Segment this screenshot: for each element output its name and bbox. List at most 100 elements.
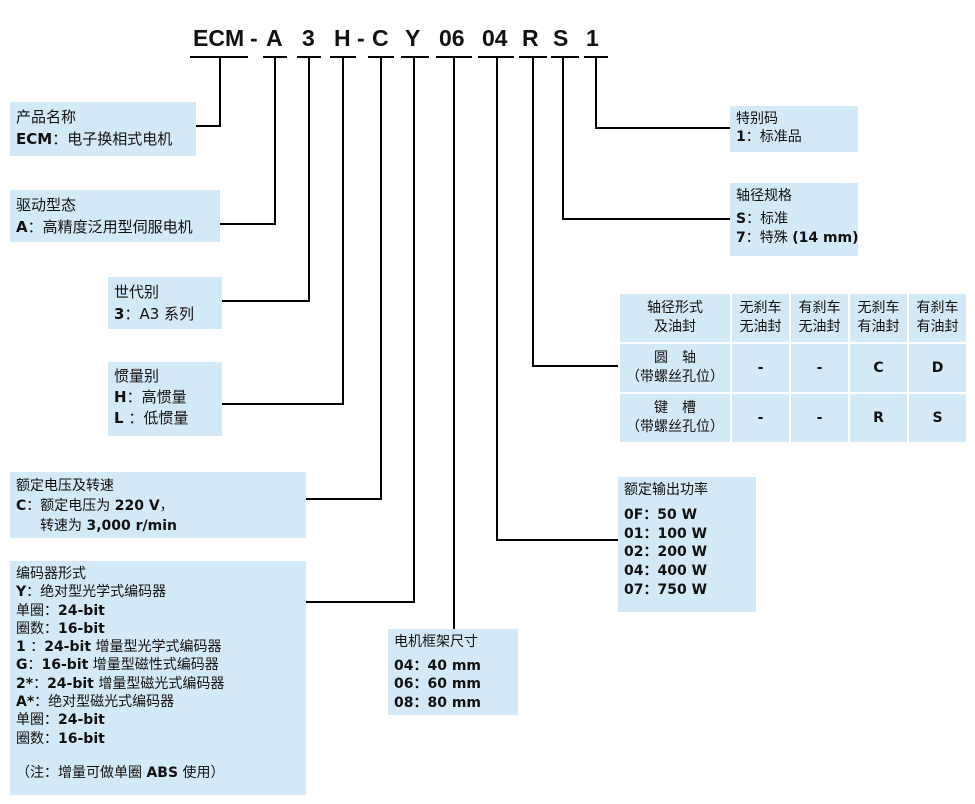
drive-type-box: 驱动型态 A：高精度泛用型伺服电机 [10, 190, 220, 242]
encoder-value-8: 16-bit [58, 730, 105, 747]
shaft-spec-sep-1: ： [745, 230, 760, 246]
inertia-code-h: H [114, 388, 127, 406]
shaft-spec-title: 轴径规格 [736, 188, 792, 204]
output-power-box: 额定输出功率 0F：50 W 01：100 W 02：200 W 04：400 … [618, 477, 756, 612]
wire-a-h [220, 223, 276, 225]
col-3-l2: 有油封 [916, 319, 959, 335]
underline-y [401, 56, 429, 58]
wire-06-v [453, 57, 455, 629]
inertia-sep-h: ： [126, 388, 142, 406]
drive-type-sep: ： [27, 218, 43, 236]
table-cell-1-2: R [848, 392, 909, 444]
table-cell-0-3: D [907, 342, 968, 394]
encoder-line-6: A*：绝对型磁光式编码器 [16, 693, 300, 711]
drive-type-title: 驱动型态 [16, 196, 77, 214]
encoder-line-0: Y：绝对型光学式编码器 [16, 583, 300, 601]
code-dash-2: - [357, 25, 365, 51]
encoder-code-6: A* [16, 694, 35, 711]
voltage-value: 220 V [114, 498, 160, 514]
encoder-note-pre: （注：增量可做单圈 [16, 764, 147, 781]
table-col-header-0: 无刹车无油封 [730, 292, 791, 344]
inertia-title: 惯量别 [114, 367, 160, 385]
encoder-value-1: 24-bit [58, 602, 105, 619]
frame-size-title: 电机框架尺寸 [394, 634, 478, 650]
table-header-label-2: 及油封 [654, 319, 696, 335]
output-power-item-0: 0F：50 W [624, 506, 698, 523]
underline-s [551, 56, 579, 58]
voltage-code: C [16, 498, 27, 514]
product-name-line: ECM：电子换相式电机 [16, 128, 190, 150]
code-1: 1 [586, 25, 599, 51]
shaft-spec-item-0: S：标准 [736, 210, 852, 229]
table-row-round: 圆 轴（带螺丝孔位） - - C D [618, 342, 968, 394]
code-y: Y [405, 25, 421, 51]
encoder-title: 编码器形式 [16, 566, 86, 582]
voltage-text: 额定电压为 [40, 498, 115, 514]
shaft-spec-bold-1: (14 mm) [792, 230, 859, 246]
voltage-box: 额定电压及转速 C：额定电压为 220 V， 转速为 3,000 r/min [10, 472, 306, 538]
speed-text: 转速为 [40, 518, 87, 534]
voltage-line-1: C：额定电压为 220 V， [16, 496, 300, 516]
product-name-sep: ： [52, 130, 68, 148]
inertia-sep-l: ： [123, 409, 144, 427]
wire-04-v [496, 57, 498, 541]
col-1-l1: 有刹车 [798, 300, 841, 316]
output-power-item-3: 04：400 W [624, 563, 708, 580]
encoder-value-2: 16-bit [58, 620, 105, 637]
code-dash-1: - [250, 25, 258, 51]
col-0-l1: 无刹车 [739, 300, 782, 316]
table-row-keyway: 键 槽（带螺丝孔位） - - R S [618, 392, 968, 444]
special-code-line: 1：标准品 [736, 128, 852, 146]
drive-type-desc: 高精度泛用型伺服电机 [42, 218, 193, 236]
wire-c-v [380, 57, 382, 500]
code-h: H [334, 25, 351, 51]
inertia-box: 惯量别 H：高惯量 L ：低惯量 [108, 362, 222, 436]
encoder-value-3: 24-bit [44, 639, 92, 656]
inertia-desc-l: 低惯量 [143, 409, 189, 427]
inertia-item-h: H：高惯量 [114, 387, 216, 408]
wire-c-h [306, 498, 382, 500]
row-0-l2: （带螺丝孔位） [626, 369, 724, 385]
table-row-label-0: 圆 轴（带螺丝孔位） [618, 342, 732, 394]
series-box: 世代别 3：A3 系列 [108, 277, 222, 329]
product-name-title: 产品名称 [16, 108, 77, 126]
code-s: S [553, 25, 569, 51]
code-3: 3 [302, 25, 315, 51]
encoder-code-3: 1 [16, 639, 26, 656]
encoder-line-5: 2*：24-bit 增量型磁光式编码器 [16, 675, 300, 693]
row-1-l1: 键 槽 [654, 400, 696, 416]
table-cell-1-1: - [789, 392, 850, 444]
wire-y-v [413, 57, 415, 603]
shaft-spec-desc-0: 标准 [760, 211, 789, 227]
frame-size-item-0: 04：40 mm [394, 657, 482, 674]
code-c: C [372, 25, 389, 51]
wire-s-h [562, 218, 730, 220]
shaft-spec-item-1: 7：特殊 (14 mm) [736, 229, 859, 248]
wire-ecm-h [196, 125, 221, 127]
encoder-text-1: 单圈： [16, 602, 58, 619]
drive-type-line: A：高精度泛用型伺服电机 [16, 216, 214, 238]
voltage-line-2: 转速为 3,000 r/min [16, 516, 300, 536]
wire-a-v [274, 57, 276, 225]
special-code-desc: 标准品 [759, 129, 802, 145]
encoder-note: （注：增量可做单圈 ABS 使用） [16, 764, 300, 782]
encoder-tail-4: 增量型磁性式编码器 [88, 657, 219, 674]
encoder-text-3: ： [25, 639, 45, 656]
encoder-code-4: G [16, 657, 28, 674]
table-header-label-1: 轴径形式 [647, 300, 703, 316]
wire-r-v [532, 57, 534, 367]
shaft-type-table: 轴径形式 及油封 无刹车无油封 有刹车无油封 无刹车有油封 有刹车有油封 圆 轴… [618, 292, 968, 444]
inertia-item-l: L ：低惯量 [114, 408, 216, 429]
encoder-text-5: ： [33, 675, 48, 692]
col-3-l1: 有刹车 [916, 300, 959, 316]
product-name-code: ECM [16, 130, 53, 148]
code-r: R [522, 25, 539, 51]
voltage-title: 额定电压及转速 [16, 478, 114, 494]
shaft-spec-desc-1: 特殊 [759, 230, 793, 246]
output-power-item-2: 02：200 W [624, 544, 708, 561]
code-ecm: ECM [193, 25, 245, 51]
encoder-value-5: 24-bit [47, 675, 94, 692]
col-0-l2: 无油封 [739, 319, 782, 335]
speed-value: 3,000 r/min [86, 518, 177, 534]
encoder-line-7: 单圈：24-bit [16, 711, 300, 729]
